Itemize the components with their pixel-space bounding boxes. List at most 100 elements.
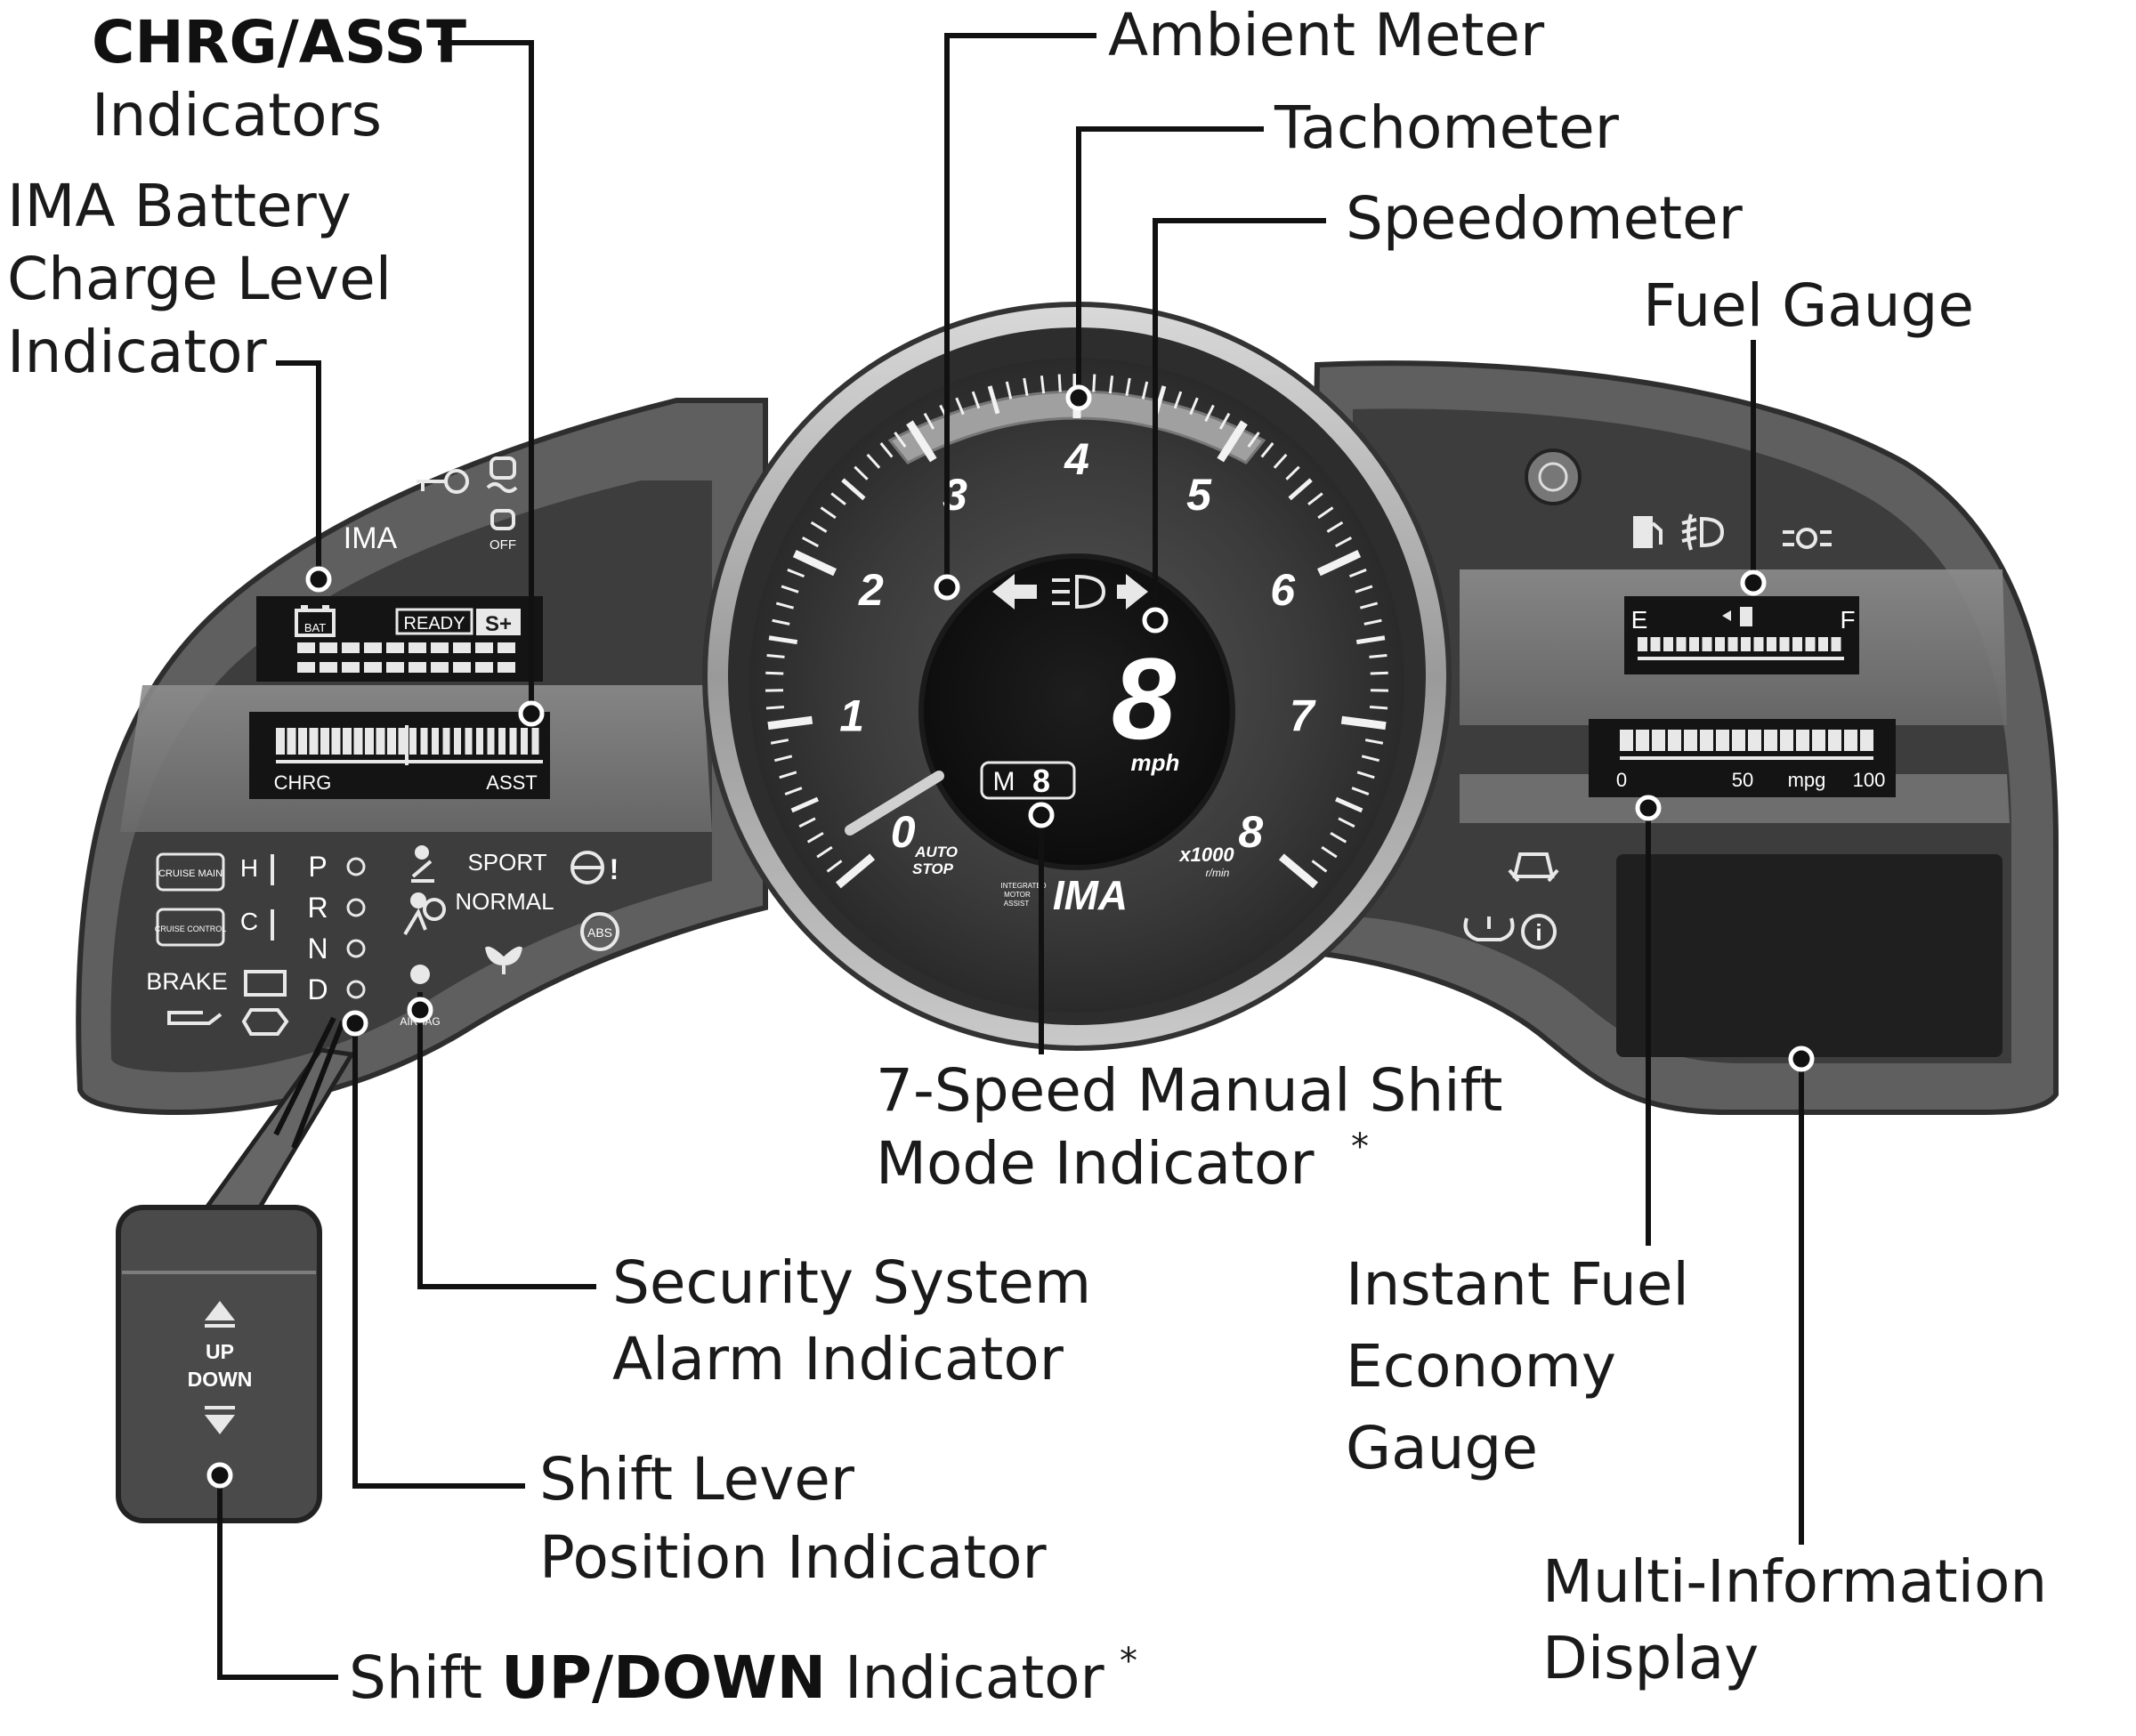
right-panel-indicators: E F 0 50 mpg 100 i bbox=[1463, 448, 2002, 1057]
chrg-asst-bar bbox=[309, 728, 319, 755]
mpg-unit-label: mpg bbox=[1788, 769, 1826, 791]
mpg-bar bbox=[1732, 730, 1745, 751]
sport-plus-badge bbox=[476, 609, 521, 635]
tach-tick bbox=[1351, 787, 1370, 795]
fuel-bar bbox=[1767, 637, 1776, 651]
chrg-asst-bar bbox=[387, 728, 396, 755]
chrg-asst-bar bbox=[420, 728, 428, 755]
fuel-bar bbox=[1818, 637, 1828, 651]
sport-plus-label: S+ bbox=[485, 612, 512, 636]
fuel-pump-small-icon bbox=[1722, 607, 1752, 626]
chrg-asst-bar bbox=[521, 728, 528, 755]
svg-text:!: ! bbox=[610, 853, 619, 885]
cruise-main-label: CRUISE MAIN bbox=[158, 868, 222, 879]
tach-tick bbox=[1288, 478, 1313, 501]
tach-tick bbox=[923, 412, 935, 430]
ready-label: READY bbox=[404, 614, 465, 634]
tach-tick bbox=[772, 618, 790, 626]
leader-lines bbox=[217, 33, 1804, 1680]
callout-multi-info-line1: Multi-Information bbox=[1542, 1547, 2047, 1616]
fuel-economy-bars bbox=[1620, 730, 1873, 760]
mpg-100-label: 100 bbox=[1853, 769, 1886, 791]
battery-bar bbox=[475, 642, 493, 653]
chrg-asst-bar bbox=[398, 728, 408, 755]
chrg-asst-bar bbox=[409, 728, 417, 755]
chrg-asst-bar bbox=[287, 728, 296, 755]
chrg-asst-bar bbox=[465, 728, 473, 755]
callout-ima-battery-line2: Charge Level bbox=[7, 245, 392, 313]
chrg-asst-bar bbox=[353, 728, 363, 755]
tach-tick bbox=[792, 550, 837, 577]
fuel-bar bbox=[1753, 637, 1764, 651]
tach-tick bbox=[1057, 374, 1062, 392]
fog-light-icon bbox=[1681, 513, 1725, 551]
tach-tick bbox=[1338, 817, 1355, 828]
high-beam-icon bbox=[1052, 574, 1106, 610]
tach-tick bbox=[1359, 602, 1379, 610]
chrg-asst-bar bbox=[331, 728, 341, 755]
tach-tick bbox=[1316, 550, 1362, 577]
fuel-e-label: E bbox=[1631, 606, 1648, 634]
mpg-bar bbox=[1684, 730, 1697, 751]
chrg-asst-bar bbox=[376, 728, 385, 755]
callout-manual-shift-line2: Mode Indicator bbox=[876, 1129, 1315, 1198]
tach-tick bbox=[1217, 420, 1248, 463]
chrg-asst-bar bbox=[343, 728, 352, 755]
tach-tick bbox=[806, 831, 824, 844]
tach-needle bbox=[845, 771, 944, 836]
battery-bar bbox=[386, 662, 404, 673]
tach-tick bbox=[971, 391, 981, 409]
tach-number-0: 0 bbox=[891, 807, 916, 857]
check-engine-icon bbox=[241, 1008, 289, 1036]
fuel-bar bbox=[1805, 637, 1816, 651]
tach-number-6: 6 bbox=[1270, 565, 1296, 615]
callout-tachometer: Tachometer bbox=[1274, 93, 1620, 162]
abs-label: ABS bbox=[587, 925, 612, 940]
cruise-main-frame bbox=[156, 852, 225, 892]
security-alarm-light bbox=[410, 965, 430, 984]
chrg-asst-bar bbox=[276, 728, 285, 755]
tach-tick bbox=[779, 771, 797, 779]
chrg-asst-bar bbox=[487, 728, 495, 755]
fuel-level-bars bbox=[1638, 637, 1844, 660]
ima-small-3: ASSIST bbox=[1004, 900, 1030, 908]
parking-light-icon bbox=[1783, 528, 1832, 549]
steering-warning-icon: ! bbox=[570, 851, 619, 885]
callout-chrg-asst-title: CHRG/ASST bbox=[92, 8, 466, 77]
tach-tick bbox=[987, 385, 1000, 415]
gear-lamp bbox=[346, 939, 366, 958]
tach-tick bbox=[810, 521, 828, 533]
chrg-asst-bar bbox=[320, 728, 329, 755]
tach-tick bbox=[1092, 374, 1096, 392]
tach-tick bbox=[781, 585, 799, 593]
chrg-asst-bar bbox=[298, 728, 307, 755]
mpg-bar bbox=[1716, 730, 1729, 751]
callout-shift-lever-line2: Position Indicator bbox=[539, 1523, 1047, 1592]
vsa-off-label: OFF bbox=[490, 537, 516, 553]
tach-tick bbox=[774, 755, 793, 763]
fuel-bar bbox=[1702, 637, 1712, 651]
tach-tick bbox=[906, 420, 937, 463]
chrg-asst-bar bbox=[476, 728, 483, 755]
temp-c-label: C bbox=[240, 908, 258, 935]
battery-bar bbox=[386, 642, 404, 653]
sport-label: SPORT bbox=[467, 849, 546, 876]
fuel-bar bbox=[1831, 637, 1841, 651]
fuel-bar bbox=[1663, 637, 1673, 651]
tach-tick bbox=[816, 845, 833, 859]
oil-icon bbox=[167, 1011, 222, 1025]
gear-r: R bbox=[307, 892, 328, 924]
callout-shift-lever-line1: Shift Lever bbox=[539, 1445, 855, 1514]
shift-down-arrow-icon bbox=[205, 1415, 235, 1434]
fuel-f-label: F bbox=[1840, 606, 1855, 634]
tach-tick bbox=[866, 453, 881, 469]
leader-dots bbox=[206, 384, 1815, 1489]
battery-bar bbox=[320, 662, 337, 673]
battery-bar bbox=[409, 642, 426, 653]
battery-bar bbox=[431, 662, 449, 673]
callout-ambient-meter: Ambient Meter bbox=[1108, 1, 1545, 69]
battery-bar bbox=[297, 642, 315, 653]
tach-tick bbox=[841, 478, 866, 501]
tach-number-2: 2 bbox=[858, 565, 884, 615]
